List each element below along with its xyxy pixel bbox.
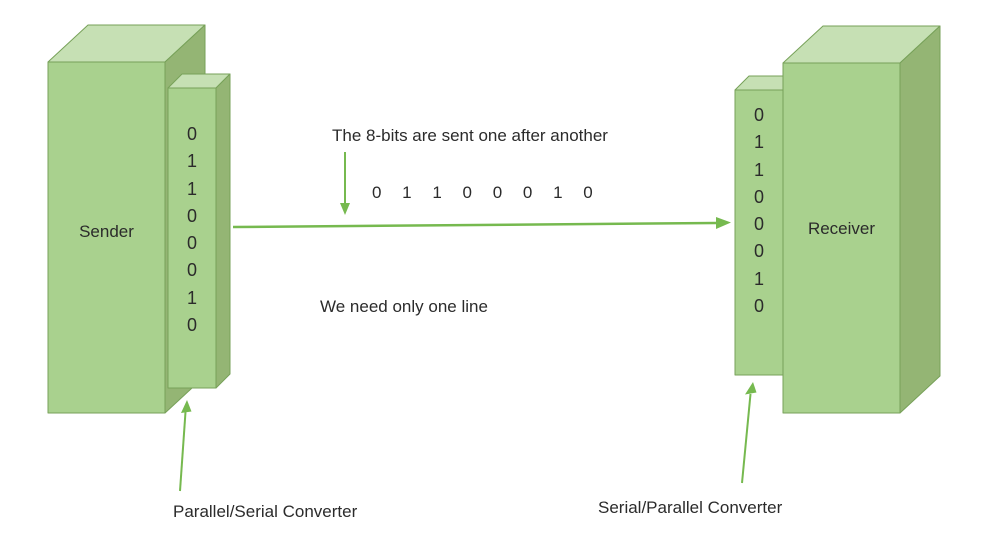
receiver-bit: 1 bbox=[753, 159, 764, 180]
sender-bit: 0 bbox=[186, 315, 197, 336]
receiver-bit: 0 bbox=[753, 214, 764, 235]
serial-parallel-converter-label: Serial/Parallel Converter bbox=[598, 498, 783, 517]
sender-bit: 1 bbox=[186, 287, 197, 308]
caption-bits-sent-one-after-another: The 8-bits are sent one after another bbox=[332, 126, 608, 145]
parallel-serial-converter-label: Parallel/Serial Converter bbox=[173, 502, 358, 521]
sender-box-front-face bbox=[47, 61, 166, 414]
sender-bit: 1 bbox=[186, 178, 197, 199]
sender-bit: 1 bbox=[186, 151, 197, 172]
receiver-bit: 0 bbox=[753, 186, 764, 207]
parallel-serial-pointer-arrow bbox=[179, 411, 187, 492]
receiver-bit: 1 bbox=[753, 268, 764, 289]
sender-bit: 0 bbox=[186, 233, 197, 254]
parallel-serial-pointer-arrowhead-icon bbox=[181, 400, 192, 413]
sender-bit: 0 bbox=[186, 205, 197, 226]
serial-parallel-pointer-arrow bbox=[741, 393, 752, 484]
sender-bit: 0 bbox=[186, 260, 197, 281]
receiver-box-front-face bbox=[782, 62, 901, 414]
sender-label: Sender bbox=[79, 222, 134, 241]
receiver-bit: 0 bbox=[753, 105, 764, 125]
receiver-bit: 0 bbox=[753, 296, 764, 317]
caption-one-line-needed: We need only one line bbox=[320, 297, 488, 316]
sender-bits-column: 0 1 1 0 0 0 1 0 bbox=[168, 121, 216, 339]
receiver-bits-column: 0 1 1 0 0 0 1 0 bbox=[735, 102, 783, 320]
parallel-serial-converter-side-face bbox=[215, 73, 231, 389]
sender-bit: 0 bbox=[186, 124, 197, 144]
transmission-line-arrowhead-icon bbox=[716, 217, 731, 229]
caption-pointer-arrowhead-icon bbox=[340, 203, 350, 215]
receiver-bit: 0 bbox=[753, 241, 764, 262]
transmission-line bbox=[232, 221, 717, 229]
serial-parallel-pointer-arrowhead-icon bbox=[745, 382, 757, 395]
parallel-serial-converter-front-face bbox=[167, 87, 217, 389]
serial-bit-stream: 0 1 1 0 0 0 1 0 bbox=[372, 183, 593, 202]
receiver-label: Receiver bbox=[807, 219, 876, 238]
receiver-bit: 1 bbox=[753, 132, 764, 153]
receiver-box-side-face bbox=[899, 25, 941, 414]
